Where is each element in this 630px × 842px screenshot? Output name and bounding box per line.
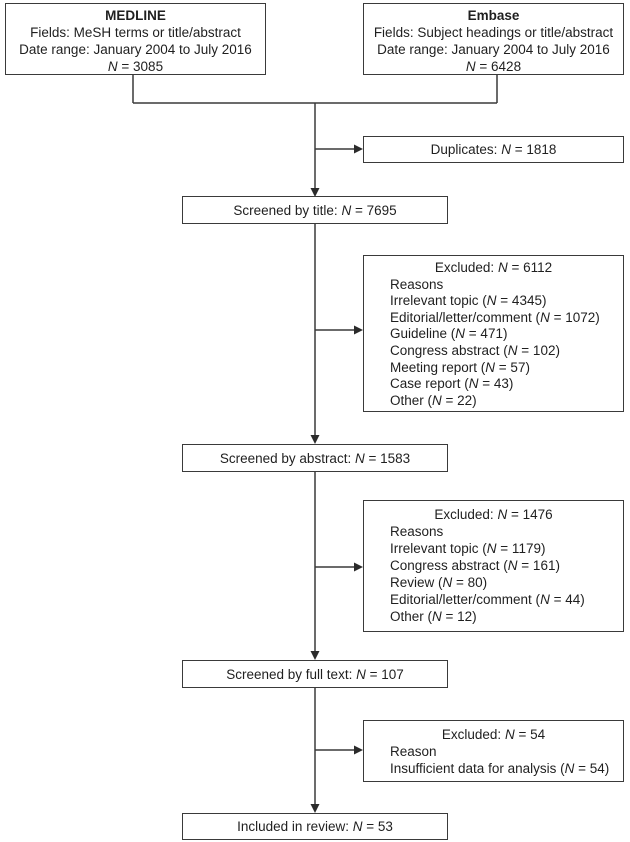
included-in-review-box: Included in review: N = 53 bbox=[182, 813, 448, 840]
excluded-fulltext-heading: Excluded: N = 54 bbox=[441, 727, 546, 742]
excluded-title-heading: Excluded: N = 6112 bbox=[434, 260, 553, 275]
embase-title: Embase bbox=[467, 8, 520, 23]
arrowhead-screened-fulltext bbox=[310, 651, 320, 660]
arrowhead-included bbox=[310, 804, 320, 813]
medline-count: N = 3085 bbox=[107, 59, 164, 74]
excluded-abstract-reasons-label: Reasons bbox=[390, 524, 444, 539]
excluded-reason-line: Congress abstract (N = 102) bbox=[390, 342, 560, 358]
excluded-reason-line: Meeting report (N = 57) bbox=[390, 359, 530, 375]
excluded-reason-line: Editorial/letter/comment (N = 44) bbox=[390, 592, 585, 607]
medline-date-range: Date range: January 2004 to July 2016 bbox=[19, 42, 252, 57]
excluded-fulltext-reasons-label: Reason bbox=[390, 744, 437, 759]
arrowhead-excluded-abstract bbox=[354, 562, 363, 572]
embase-fields: Fields: Subject headings or title/abstra… bbox=[373, 25, 614, 40]
excluded-abstract-reason-list: Irrelevant topic (N = 1179) Congress abst… bbox=[390, 540, 623, 625]
excluded-reason-line: Other (N = 22) bbox=[390, 392, 477, 408]
screened-by-abstract-label: Screened by abstract: N = 1583 bbox=[219, 450, 411, 466]
embase-count: N = 6428 bbox=[465, 59, 522, 74]
excluded-fulltext-reason-list: Insufficient data for analysis (N = 54) bbox=[390, 760, 623, 777]
merge-connector-line bbox=[132, 75, 498, 104]
excluded-reason-line: Congress abstract (N = 161) bbox=[390, 558, 560, 573]
embase-source-box: Embase Fields: Subject headings or title… bbox=[363, 3, 624, 75]
screened-by-fulltext-box: Screened by full text: N = 107 bbox=[182, 660, 448, 688]
excluded-reason-line: Editorial/letter/comment (N = 1072) bbox=[390, 309, 600, 325]
arrowhead-screened-title bbox=[310, 188, 320, 197]
screened-by-fulltext-label: Screened by full text: N = 107 bbox=[226, 666, 404, 682]
excluded-reason-line: Case report (N = 43) bbox=[390, 376, 514, 392]
excluded-after-fulltext-box: Excluded: N = 54 Reason Insufficient dat… bbox=[363, 720, 624, 782]
excluded-abstract-heading: Excluded: N = 1476 bbox=[434, 507, 553, 522]
excluded-after-title-box: Excluded: N = 6112 Reasons Irrelevant to… bbox=[363, 255, 624, 412]
excluded-reason-line: Other (N = 12) bbox=[390, 609, 477, 624]
excluded-title-reasons-label: Reasons bbox=[390, 276, 444, 292]
screened-by-title-label: Screened by title: N = 7695 bbox=[233, 202, 397, 218]
medline-title: MEDLINE bbox=[105, 8, 166, 23]
medline-fields: Fields: MeSH terms or title/abstract bbox=[30, 25, 241, 40]
duplicates-label: Duplicates: N = 1818 bbox=[430, 142, 557, 157]
excluded-reason-line: Irrelevant topic (N = 1179) bbox=[390, 541, 546, 556]
screened-by-abstract-box: Screened by abstract: N = 1583 bbox=[182, 444, 448, 472]
included-in-review-label: Included in review: N = 53 bbox=[237, 819, 393, 834]
arrowhead-screened-abstract bbox=[310, 435, 320, 444]
embase-date-range: Date range: January 2004 to July 2016 bbox=[377, 42, 610, 57]
arrowhead-excluded-fulltext bbox=[354, 745, 363, 755]
excluded-reason-line: Guideline (N = 471) bbox=[390, 326, 508, 342]
excluded-after-abstract-box: Excluded: N = 1476 Reasons Irrelevant to… bbox=[363, 500, 624, 632]
excluded-reason-line: Insufficient data for analysis (N = 54) bbox=[390, 761, 610, 776]
excluded-reason-line: Review (N = 80) bbox=[390, 575, 488, 590]
arrowhead-excluded-title bbox=[354, 325, 363, 335]
excluded-reason-line: Irrelevant topic (N = 4345) bbox=[390, 293, 547, 309]
excluded-title-reason-list: Irrelevant topic (N = 4345)Editorial/let… bbox=[390, 293, 623, 409]
screened-by-title-box: Screened by title: N = 7695 bbox=[182, 196, 448, 224]
arrowhead-duplicates bbox=[354, 144, 363, 154]
duplicates-box: Duplicates: N = 1818 bbox=[363, 136, 624, 163]
medline-source-box: MEDLINE Fields: MeSH terms or title/abst… bbox=[5, 3, 266, 75]
